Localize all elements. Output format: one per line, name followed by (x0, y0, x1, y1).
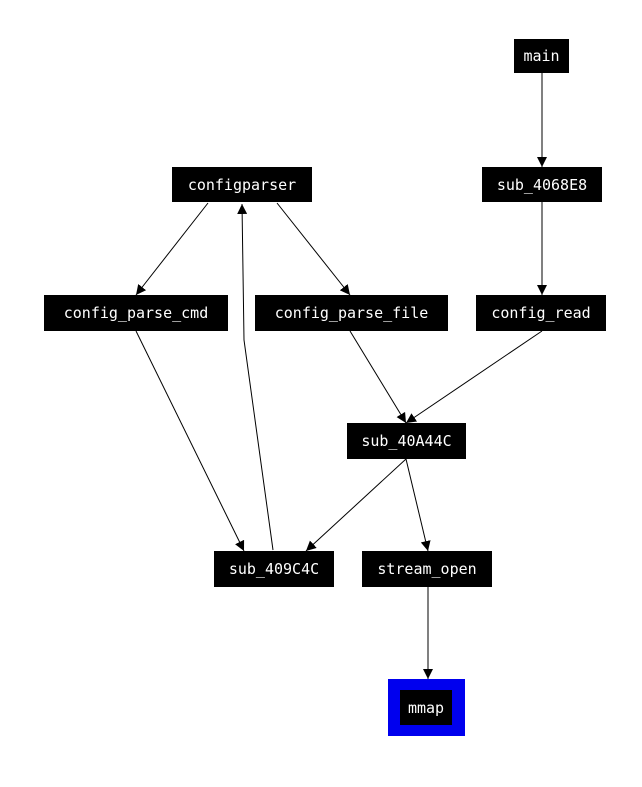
node-sub-4068e8[interactable]: sub_4068E8 (482, 167, 602, 202)
node-config-read[interactable]: config_read (476, 295, 606, 331)
edge-configparser-to-config-parse-file (276, 202, 351, 296)
node-sub-409c4c[interactable]: sub_409C4C (214, 551, 334, 587)
node-mmap[interactable]: mmap (400, 690, 452, 725)
node-config-parse-cmd[interactable]: config_parse_cmd (44, 295, 228, 331)
edge-configparser-to-config-parse-cmd (135, 202, 209, 296)
edge-sub-40a44c-to-stream-open (405, 458, 431, 552)
node-configparser[interactable]: configparser (172, 167, 312, 202)
node-sub-40a44c[interactable]: sub_40A44C (347, 423, 466, 459)
edge-sub-409c4c-to-configparser (237, 203, 274, 551)
edge-sub-40a44c-to-sub-409c4c (305, 458, 407, 552)
edge-config-parse-cmd-to-sub-409c4c (135, 330, 245, 552)
edge-config-read-to-sub-40a44c (405, 330, 543, 424)
node-stream-open[interactable]: stream_open (362, 551, 492, 587)
edge-config-parse-file-to-sub-40a44c (349, 330, 407, 424)
node-main[interactable]: main (514, 39, 569, 73)
node-config-parse-file[interactable]: config_parse_file (255, 295, 448, 331)
